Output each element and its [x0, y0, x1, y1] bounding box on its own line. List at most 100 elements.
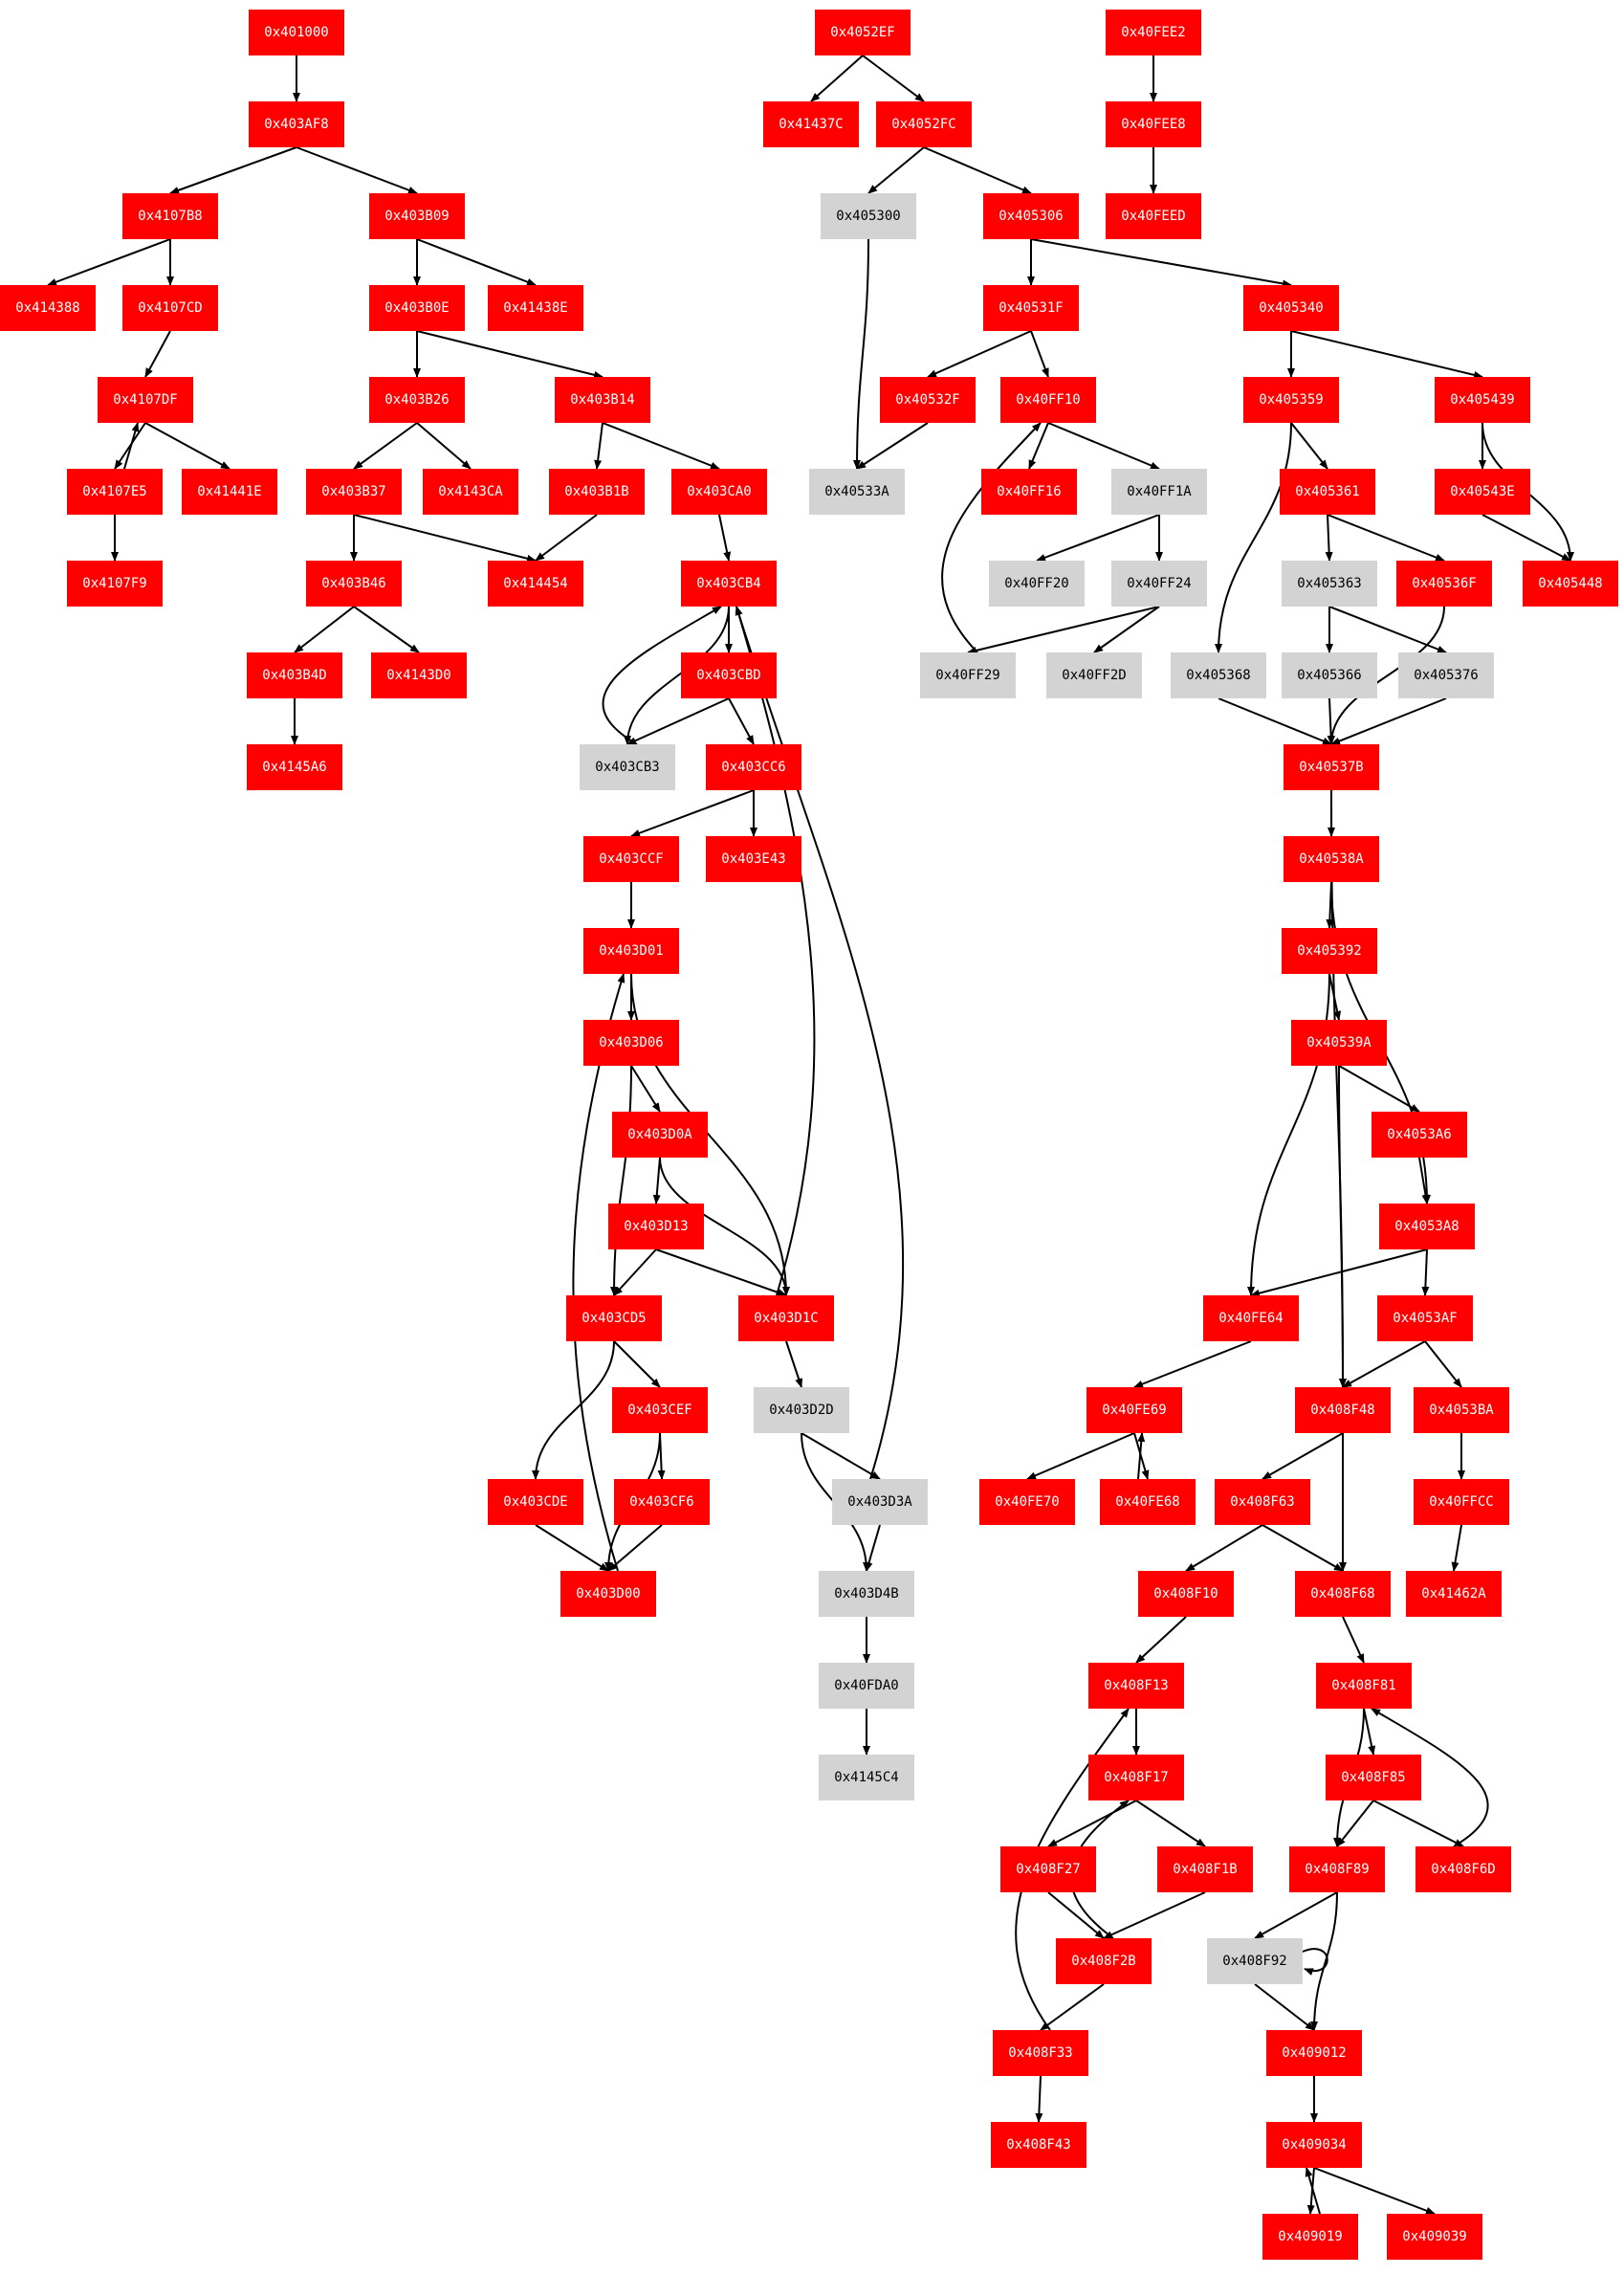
node-0x409039[interactable]: 0x409039 [1387, 2214, 1482, 2260]
node-0x408f13[interactable]: 0x408F13 [1088, 1663, 1184, 1709]
node-0x4143ca[interactable]: 0x4143CA [423, 469, 518, 515]
node-0x401000[interactable]: 0x401000 [249, 10, 344, 55]
node-0x408f68[interactable]: 0x408F68 [1295, 1571, 1391, 1617]
node-0x40ff29[interactable]: 0x40FF29 [920, 652, 1016, 698]
node-0x408f92[interactable]: 0x408F92 [1207, 1938, 1303, 1984]
node-0x4107e5[interactable]: 0x4107E5 [67, 469, 163, 515]
node-0x40531f[interactable]: 0x40531F [983, 285, 1079, 331]
node-0x403cd5[interactable]: 0x403CD5 [566, 1295, 662, 1341]
node-0x403d00[interactable]: 0x403D00 [560, 1571, 656, 1617]
node-0x403b37[interactable]: 0x403B37 [306, 469, 402, 515]
node-0x40ff24[interactable]: 0x40FF24 [1111, 561, 1207, 607]
node-0x405368[interactable]: 0x405368 [1171, 652, 1266, 698]
node-0x4145a6[interactable]: 0x4145A6 [247, 744, 342, 790]
node-0x408f2b[interactable]: 0x408F2B [1056, 1938, 1152, 1984]
node-0x403b09[interactable]: 0x403B09 [369, 193, 465, 239]
node-0x4107cd[interactable]: 0x4107CD [122, 285, 218, 331]
node-0x408f27[interactable]: 0x408F27 [1000, 1846, 1096, 1892]
node-0x403d01[interactable]: 0x403D01 [583, 928, 679, 974]
node-0x403ca0[interactable]: 0x403CA0 [671, 469, 767, 515]
node-0x405392[interactable]: 0x405392 [1282, 928, 1377, 974]
node-0x408f17[interactable]: 0x408F17 [1088, 1755, 1184, 1800]
node-0x40ff10[interactable]: 0x40FF10 [1000, 377, 1096, 423]
node-0x414388[interactable]: 0x414388 [0, 285, 96, 331]
node-0x40533a[interactable]: 0x40533A [809, 469, 905, 515]
node-0x4143d0[interactable]: 0x4143D0 [371, 652, 467, 698]
node-0x408f89[interactable]: 0x408F89 [1289, 1846, 1385, 1892]
node-0x40feed[interactable]: 0x40FEED [1106, 193, 1201, 239]
node-0x403cef[interactable]: 0x403CEF [612, 1387, 708, 1433]
node-0x403d1c[interactable]: 0x403D1C [738, 1295, 834, 1341]
node-0x40539a[interactable]: 0x40539A [1291, 1020, 1387, 1066]
node-0x40537b[interactable]: 0x40537B [1284, 744, 1379, 790]
node-0x405448[interactable]: 0x405448 [1523, 561, 1618, 607]
node-0x403b46[interactable]: 0x403B46 [306, 561, 402, 607]
node-0x405300[interactable]: 0x405300 [821, 193, 916, 239]
node-0x403ccf[interactable]: 0x403CCF [583, 836, 679, 882]
node-0x408f63[interactable]: 0x408F63 [1215, 1479, 1310, 1525]
node-0x408f48[interactable]: 0x408F48 [1295, 1387, 1391, 1433]
node-0x40536f[interactable]: 0x40536F [1396, 561, 1492, 607]
node-0x408f6d[interactable]: 0x408F6D [1416, 1846, 1511, 1892]
node-0x4052ef[interactable]: 0x4052EF [815, 10, 911, 55]
node-0x405439[interactable]: 0x405439 [1435, 377, 1530, 423]
node-0x408f10[interactable]: 0x408F10 [1138, 1571, 1234, 1617]
node-0x405376[interactable]: 0x405376 [1398, 652, 1494, 698]
node-0x403b26[interactable]: 0x403B26 [369, 377, 465, 423]
node-0x414454[interactable]: 0x414454 [488, 561, 583, 607]
node-0x403d13[interactable]: 0x403D13 [608, 1204, 704, 1249]
node-0x4053af[interactable]: 0x4053AF [1377, 1295, 1473, 1341]
node-0x4107f9[interactable]: 0x4107F9 [67, 561, 163, 607]
node-0x403b4d[interactable]: 0x403B4D [247, 652, 342, 698]
node-0x4053a6[interactable]: 0x4053A6 [1372, 1112, 1467, 1158]
node-0x405359[interactable]: 0x405359 [1243, 377, 1339, 423]
node-0x405340[interactable]: 0x405340 [1243, 285, 1339, 331]
node-0x403b14[interactable]: 0x403B14 [555, 377, 650, 423]
node-0x403d06[interactable]: 0x403D06 [583, 1020, 679, 1066]
node-0x403cf6[interactable]: 0x403CF6 [614, 1479, 710, 1525]
node-0x403d0a[interactable]: 0x403D0A [612, 1112, 708, 1158]
node-0x40fe70[interactable]: 0x40FE70 [979, 1479, 1075, 1525]
node-0x4145c4[interactable]: 0x4145C4 [819, 1755, 914, 1800]
node-0x40ff2d[interactable]: 0x40FF2D [1046, 652, 1142, 698]
node-0x4052fc[interactable]: 0x4052FC [876, 101, 972, 147]
node-0x403e43[interactable]: 0x403E43 [706, 836, 801, 882]
node-0x403af8[interactable]: 0x403AF8 [249, 101, 344, 147]
node-0x405366[interactable]: 0x405366 [1282, 652, 1377, 698]
node-0x4053a8[interactable]: 0x4053A8 [1379, 1204, 1475, 1249]
node-0x41441e[interactable]: 0x41441E [182, 469, 277, 515]
node-0x409012[interactable]: 0x409012 [1266, 2030, 1362, 2076]
node-0x40fe68[interactable]: 0x40FE68 [1100, 1479, 1196, 1525]
node-0x40538a[interactable]: 0x40538A [1284, 836, 1379, 882]
node-0x40ffcc[interactable]: 0x40FFCC [1414, 1479, 1509, 1525]
node-0x41437c[interactable]: 0x41437C [763, 101, 859, 147]
node-0x403d4b[interactable]: 0x403D4B [819, 1571, 914, 1617]
node-0x405306[interactable]: 0x405306 [983, 193, 1079, 239]
node-0x408f33[interactable]: 0x408F33 [993, 2030, 1088, 2076]
node-0x40532f[interactable]: 0x40532F [880, 377, 976, 423]
node-0x403b0e[interactable]: 0x403B0E [369, 285, 465, 331]
node-0x40fee8[interactable]: 0x40FEE8 [1106, 101, 1201, 147]
node-0x40543e[interactable]: 0x40543E [1435, 469, 1530, 515]
node-0x403cde[interactable]: 0x403CDE [488, 1479, 583, 1525]
node-0x40ff20[interactable]: 0x40FF20 [989, 561, 1085, 607]
node-0x403cb4[interactable]: 0x403CB4 [681, 561, 777, 607]
node-0x40fe69[interactable]: 0x40FE69 [1086, 1387, 1182, 1433]
node-0x405361[interactable]: 0x405361 [1280, 469, 1375, 515]
node-0x403cbd[interactable]: 0x403CBD [681, 652, 777, 698]
node-0x408f81[interactable]: 0x408F81 [1316, 1663, 1412, 1709]
node-0x40fee2[interactable]: 0x40FEE2 [1106, 10, 1201, 55]
node-0x409034[interactable]: 0x409034 [1266, 2122, 1362, 2168]
node-0x408f1b[interactable]: 0x408F1B [1157, 1846, 1253, 1892]
node-0x409019[interactable]: 0x409019 [1262, 2214, 1358, 2260]
node-0x4053ba[interactable]: 0x4053BA [1414, 1387, 1509, 1433]
node-0x408f43[interactable]: 0x408F43 [991, 2122, 1086, 2168]
node-0x4107df[interactable]: 0x4107DF [98, 377, 193, 423]
node-0x40ff16[interactable]: 0x40FF16 [981, 469, 1077, 515]
node-0x403d2d[interactable]: 0x403D2D [754, 1387, 849, 1433]
node-0x41438e[interactable]: 0x41438E [488, 285, 583, 331]
node-0x41462a[interactable]: 0x41462A [1406, 1571, 1502, 1617]
node-0x40fe64[interactable]: 0x40FE64 [1203, 1295, 1299, 1341]
node-0x40ff1a[interactable]: 0x40FF1A [1111, 469, 1207, 515]
node-0x403b1b[interactable]: 0x403B1B [549, 469, 645, 515]
